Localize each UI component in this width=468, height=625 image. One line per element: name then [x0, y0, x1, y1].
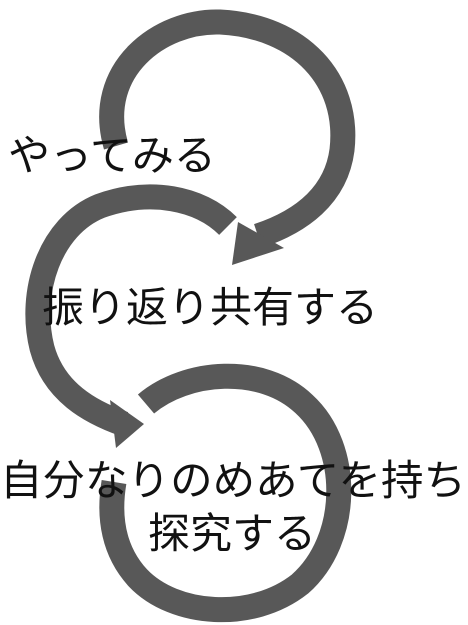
- step-label-explore-line1: 自分なりのめあてを持ち: [0, 456, 466, 505]
- loop-arrow-top-body: [99, 9, 356, 248]
- loop-arrow-top-head: [232, 222, 284, 265]
- loop-arrow-middle: [25, 184, 237, 448]
- step-label-try: やってみる: [8, 131, 216, 180]
- step-label-explore-line2: 探究する: [148, 509, 316, 558]
- loop-arrow-middle-head: [110, 400, 144, 448]
- loop-arrow-top: [99, 9, 356, 265]
- loop-arrow-middle-body: [25, 184, 237, 436]
- loop-arrow-bottom: [99, 363, 352, 623]
- loop-arrow-bottom-body: [99, 363, 352, 623]
- step-label-reflect-share: 振り返り共有する: [42, 283, 378, 332]
